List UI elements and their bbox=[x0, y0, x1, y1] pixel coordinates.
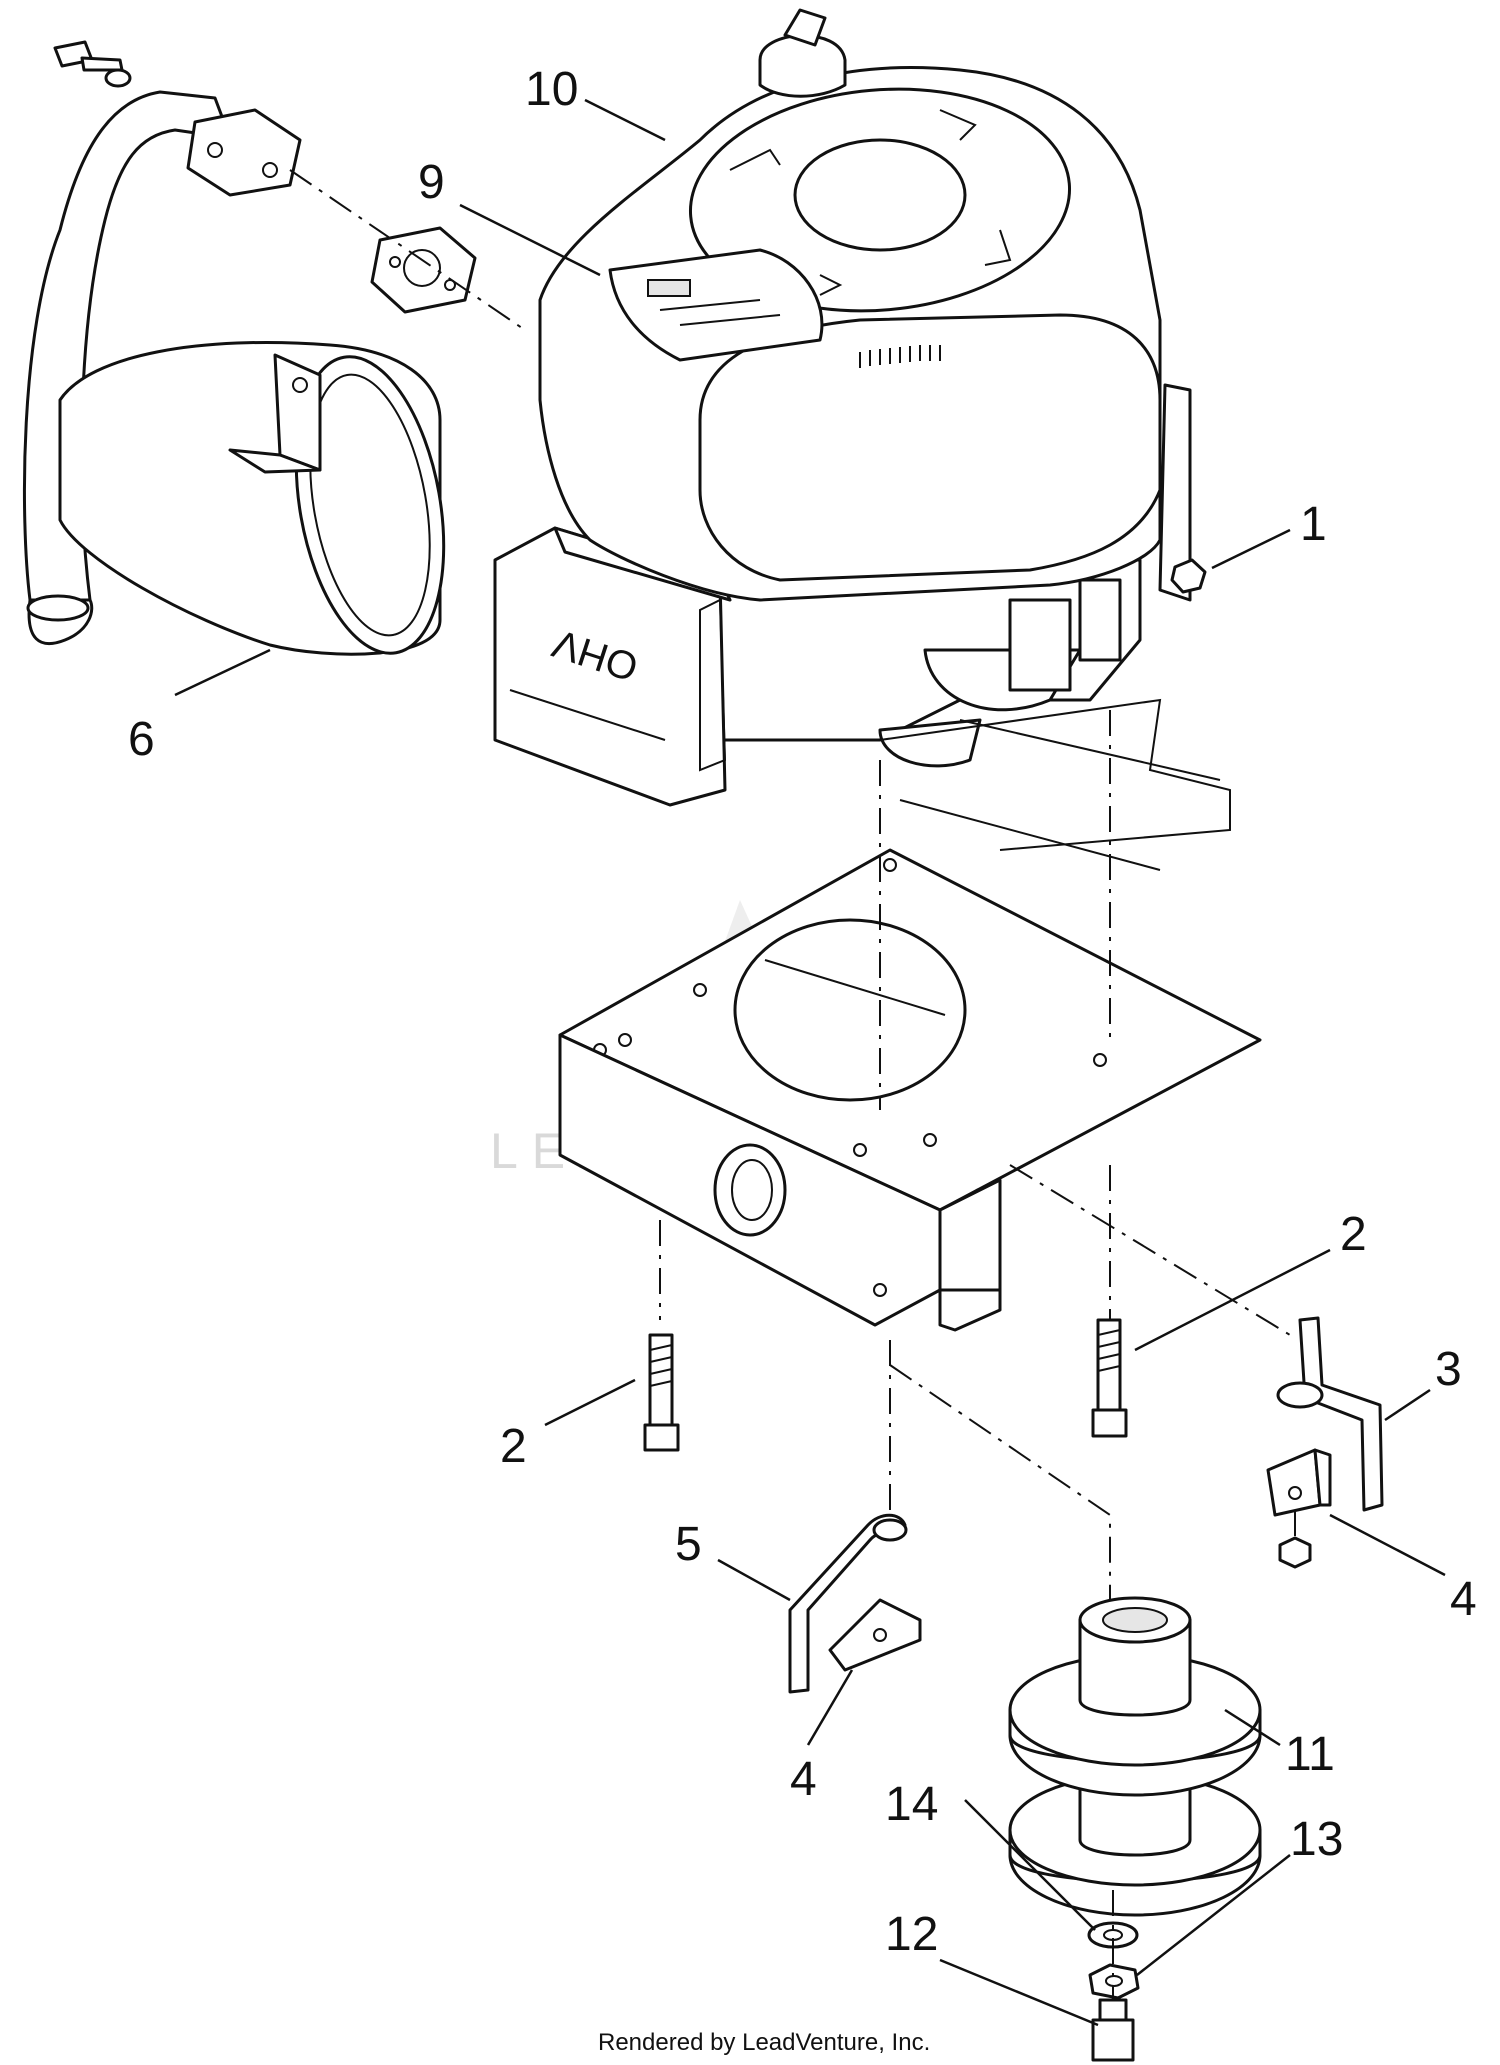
callout-14: 14 bbox=[885, 1778, 938, 1831]
callout-10: 10 bbox=[525, 63, 578, 116]
leader-13 bbox=[1136, 1854, 1291, 1976]
callout-12: 12 bbox=[885, 1908, 938, 1961]
leader-1 bbox=[1211, 528, 1291, 570]
callout-2b: 2 bbox=[1340, 1208, 1367, 1261]
callout-9: 9 bbox=[418, 156, 445, 209]
leader-3 bbox=[1384, 1388, 1431, 1422]
leader-4b bbox=[806, 1669, 854, 1746]
leader-12 bbox=[939, 1958, 1099, 2027]
cable-alignment-line bbox=[1009, 1164, 1291, 1336]
callout-13: 13 bbox=[1290, 1813, 1343, 1866]
callout-2a: 2 bbox=[500, 1420, 527, 1473]
leader-10 bbox=[584, 98, 666, 142]
hex-nut bbox=[1170, 558, 1207, 594]
callout-3: 3 bbox=[1435, 1343, 1462, 1396]
mounting-plate bbox=[558, 698, 1262, 1332]
leader-9 bbox=[459, 203, 601, 277]
control-rod-right bbox=[1276, 1316, 1384, 1512]
callout-1: 1 bbox=[1300, 498, 1327, 551]
bolt-left bbox=[643, 1333, 680, 1452]
callout-4a: 4 bbox=[1450, 1573, 1477, 1626]
callout-5: 5 bbox=[675, 1518, 702, 1571]
nut-right bbox=[1278, 1536, 1312, 1569]
leader-5 bbox=[717, 1558, 791, 1602]
callout-11: 11 bbox=[1285, 1728, 1335, 1781]
leader-6 bbox=[174, 648, 271, 697]
leader-2a bbox=[544, 1378, 636, 1427]
leader-2b bbox=[1134, 1248, 1331, 1352]
rod-bracket-right bbox=[1266, 1448, 1332, 1517]
leader-4a bbox=[1329, 1513, 1446, 1577]
exhaust-gasket bbox=[370, 226, 477, 314]
leader-11 bbox=[1224, 1708, 1281, 1747]
muffler-assembly bbox=[22, 40, 446, 656]
rod-bracket-left bbox=[828, 1598, 922, 1672]
bolt-right bbox=[1091, 1318, 1128, 1438]
control-rod-left bbox=[788, 1513, 908, 1694]
engine-vents bbox=[859, 345, 941, 368]
engine-assembly: OHV bbox=[493, 8, 1192, 807]
pulley bbox=[1008, 1596, 1262, 1917]
leader-14 bbox=[964, 1799, 1096, 1931]
callout-6: 6 bbox=[128, 713, 155, 766]
pulley-bolt bbox=[1091, 1998, 1135, 2062]
pulley-alignment-line bbox=[889, 1364, 1111, 1600]
footer-credit: Rendered by LeadVenture, Inc. bbox=[598, 2029, 930, 2056]
callout-4b: 4 bbox=[790, 1753, 817, 1806]
